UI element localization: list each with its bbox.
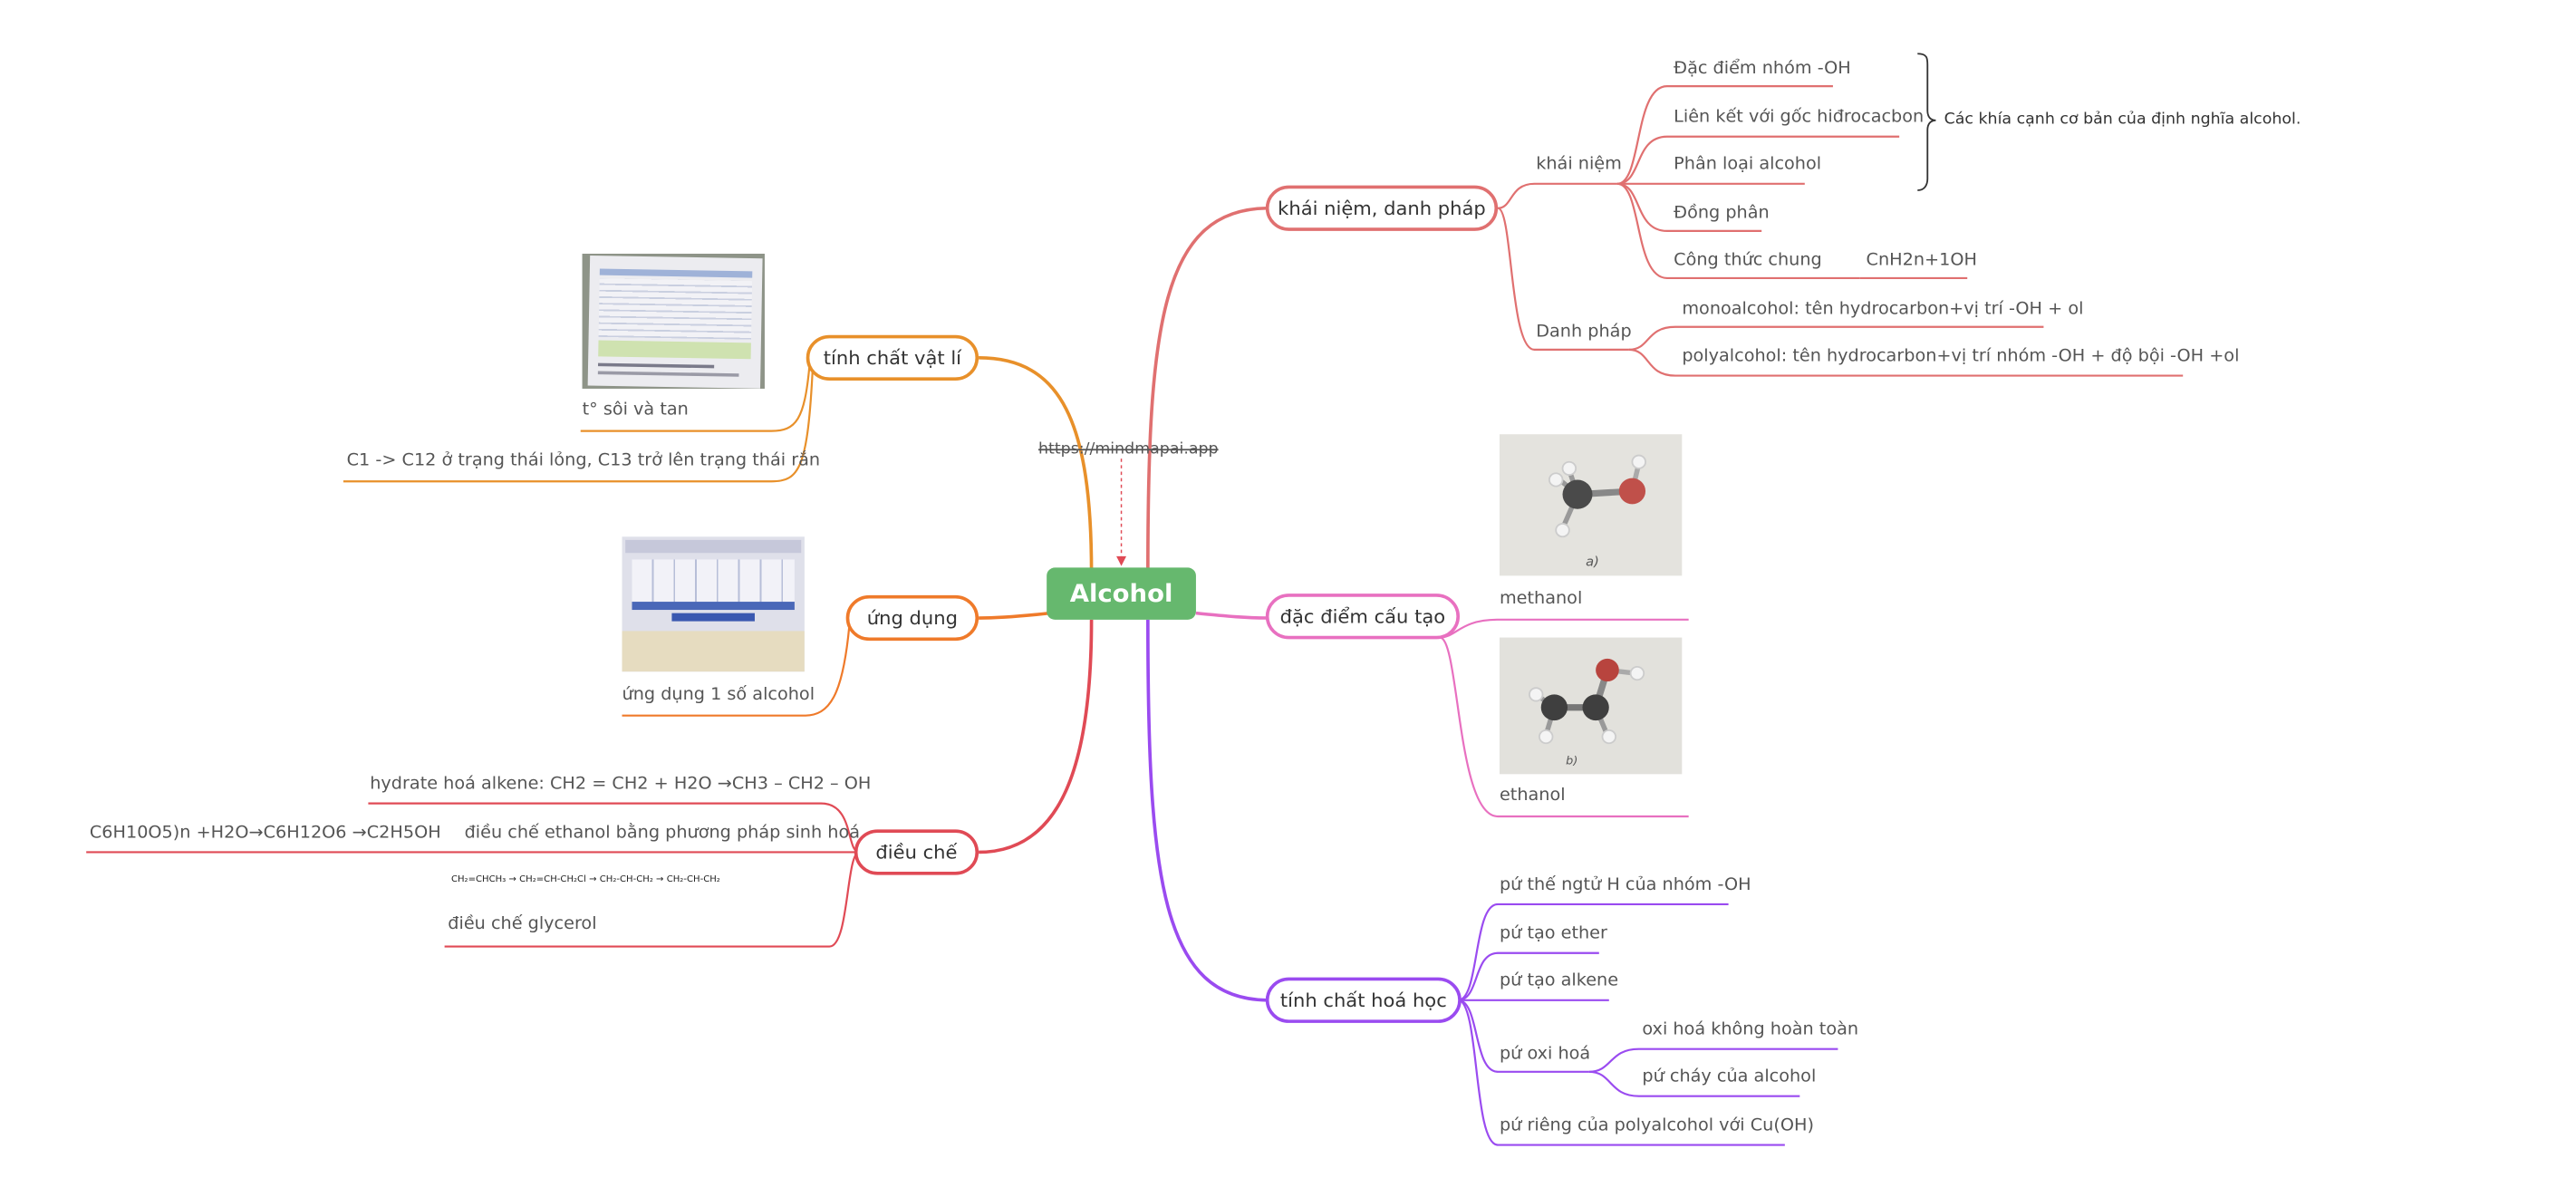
applications-image: [622, 536, 805, 672]
node-hydrate-hoa[interactable]: hydrate hoá alkene: CH2 = CH2 + H2O →CH3…: [370, 774, 872, 794]
topic-vat-li[interactable]: tính chất vật lí: [806, 334, 979, 381]
link-cau-tao: [1195, 611, 1269, 620]
topic-ung-dung[interactable]: ứng dụng: [845, 594, 979, 642]
methanol-image-caption: a): [1586, 555, 1599, 570]
node-dac-diem-oh[interactable]: Đặc điểm nhóm -OH: [1674, 58, 1851, 79]
boiling-point-table-image: [582, 253, 765, 389]
topic-khai-niem[interactable]: khái niệm, danh pháp: [1265, 185, 1499, 231]
link-khai-niem: [1146, 206, 1269, 573]
link-vat-li: [979, 356, 1094, 573]
link-hoa-hoc: [1146, 619, 1269, 1002]
glycerol-formula-image: CH₂=CHCH₃ → CH₂=CH-CH₂Cl → CH₂-CH-CH₂ → …: [450, 874, 720, 885]
node-oxi-hoa-khong-hoan-toan[interactable]: oxi hoá không hoàn toàn: [1642, 1019, 1859, 1039]
source-note[interactable]: https://mindmapai.app: [1038, 440, 1219, 459]
node-sinh-hoa[interactable]: điều chế ethanol bằng phương pháp sinh h…: [464, 823, 861, 843]
node-pu-chay[interactable]: pứ cháy của alcohol: [1642, 1067, 1817, 1086]
node-pu-the-h[interactable]: pứ thế ngtử H của nhóm -OH: [1499, 874, 1751, 895]
node-cong-thuc-value[interactable]: CnH2n+1OH: [1866, 250, 1977, 270]
methanol-model-image: a): [1499, 434, 1683, 576]
node-lien-ket[interactable]: Liên kết với gốc hiđrocacbon: [1674, 107, 1925, 127]
ethanol-model-image: b): [1499, 637, 1683, 775]
node-cong-thuc[interactable]: Công thức chung: [1674, 250, 1822, 270]
node-danh-phap[interactable]: Danh pháp: [1536, 322, 1632, 342]
node-pu-ether[interactable]: pứ tạo ether: [1499, 923, 1607, 943]
brace-summary[interactable]: Các khía cạnh cơ bản của định nghĩa alco…: [1944, 111, 2301, 129]
link-dieu-che: [979, 619, 1094, 854]
central-topic[interactable]: Alcohol: [1047, 567, 1196, 620]
node-khai-niem[interactable]: khái niệm: [1536, 154, 1622, 175]
topic-hoa-hoc[interactable]: tính chất hoá học: [1265, 977, 1462, 1023]
brace: [1917, 53, 1936, 191]
node-glycerol[interactable]: điều chế glycerol: [448, 913, 597, 934]
node-pu-alkene[interactable]: pứ tạo alkene: [1499, 970, 1619, 991]
node-methanol[interactable]: methanol: [1499, 588, 1583, 609]
node-dong-phan[interactable]: Đồng phân: [1674, 203, 1770, 223]
node-ung-dung-alcohol[interactable]: ứng dụng 1 số alcohol: [622, 684, 815, 705]
node-phan-loai[interactable]: Phân loại alcohol: [1674, 154, 1822, 175]
topic-dieu-che[interactable]: điều chế: [854, 829, 979, 875]
node-polyalcohol[interactable]: polyalcohol: tên hydrocarbon+vị trí nhóm…: [1682, 346, 2240, 366]
ethanol-image-caption: b): [1566, 754, 1578, 768]
node-sinh-hoa-equation[interactable]: C6H10O5)n +H2O→C6H12O6 →C2H5OH: [89, 823, 441, 843]
node-monoalcohol[interactable]: monoalcohol: tên hydrocarbon+vị trí -OH …: [1682, 299, 2084, 319]
node-trang-thai[interactable]: C1 -> C12 ở trạng thái lỏng, C13 trở lên…: [346, 450, 821, 470]
node-t-soi[interactable]: t° sôi và tan: [582, 400, 689, 420]
node-pu-oxi-hoa[interactable]: pứ oxi hoá: [1499, 1044, 1591, 1064]
topic-cau-tao[interactable]: đặc điểm cấu tạo: [1265, 594, 1461, 640]
node-pu-polyalcohol[interactable]: pứ riêng của polyalcohol với Cu(OH): [1499, 1115, 1814, 1135]
node-ethanol[interactable]: ethanol: [1499, 785, 1566, 806]
link-ung-dung: [979, 611, 1051, 620]
